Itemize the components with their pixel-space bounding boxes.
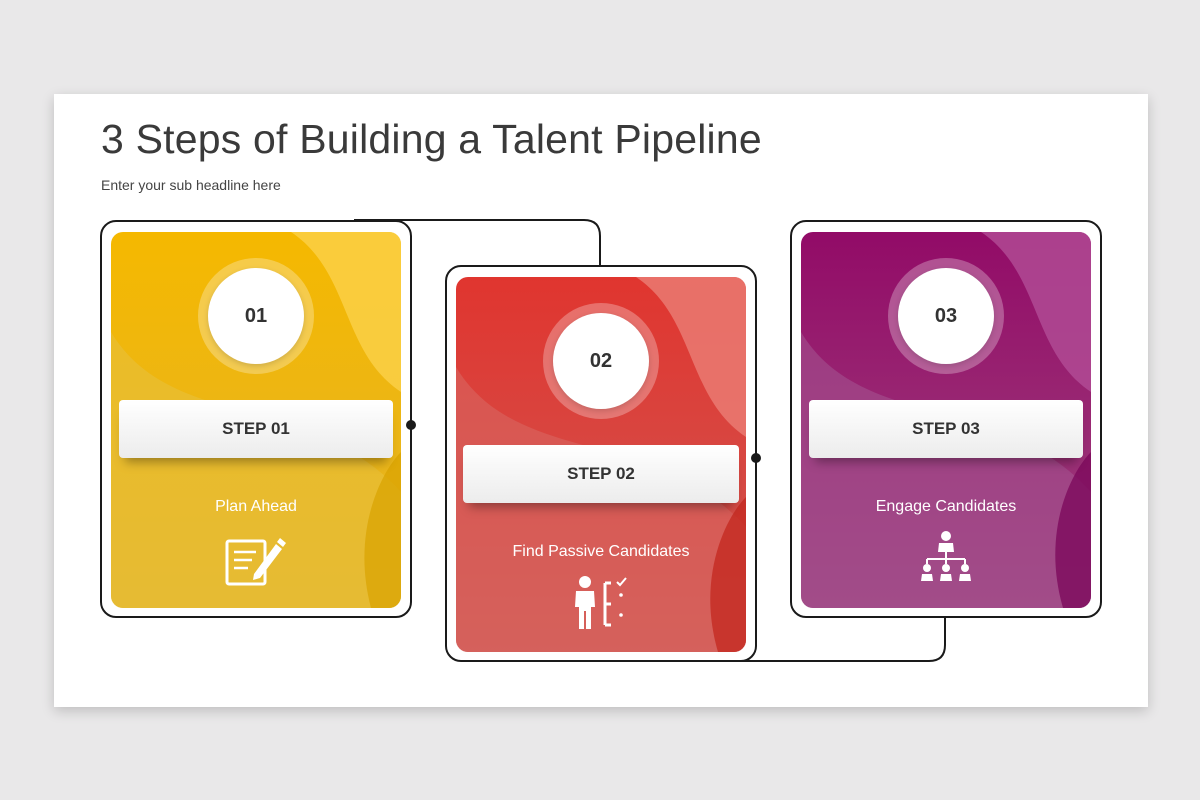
page-title: 3 Steps of Building a Talent Pipeline [101, 116, 762, 162]
step-2-caption: Find Passive Candidates [512, 543, 690, 560]
step-3-card: 03 STEP 03 Engage Candidates [801, 232, 1091, 608]
step-2-number: 02 [553, 313, 649, 409]
step-1-frame [100, 220, 412, 618]
connector-bottom [694, 616, 946, 662]
step-2-card: 02 STEP 02 Find Passive Candidates [456, 277, 746, 652]
connector-top [354, 219, 601, 266]
step-3-caption: Engage Candidates [875, 498, 1017, 515]
org-chart-icon [921, 531, 971, 581]
step-2-number-ring: 02 [543, 303, 659, 419]
step-1-label: STEP 01 [119, 400, 393, 458]
document-pen-icon [225, 538, 286, 586]
person-checklist-icon [575, 576, 627, 629]
step-2-frame [445, 265, 757, 662]
step-3-frame [790, 220, 1102, 618]
step-1-number-ring: 01 [198, 258, 314, 374]
step-3-number-ring: 03 [888, 258, 1004, 374]
slide: 3 Steps of Building a Talent Pipeline En… [54, 94, 1148, 707]
step-3-label: STEP 03 [809, 400, 1083, 458]
page-subtitle: Enter your sub headline here [101, 177, 281, 193]
step-2-label: STEP 02 [463, 445, 739, 503]
step-3-number: 03 [898, 268, 994, 364]
step-1-number: 01 [208, 268, 304, 364]
step-1-card: 01 STEP 01 Plan Ahead [111, 232, 401, 608]
step-1-caption: Plan Ahead [215, 498, 297, 515]
